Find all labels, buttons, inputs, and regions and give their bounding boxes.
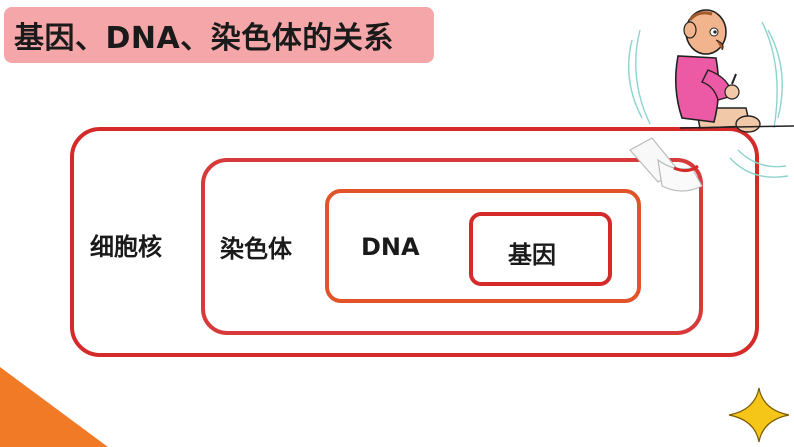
nucleus-label: 细胞核 [90, 227, 162, 262]
dna-label: DNA [361, 233, 420, 261]
gene-label: 基因 [508, 235, 556, 270]
title-banner: 基因、DNA、染色体的关系 [4, 7, 434, 63]
chromosome-label: 染色体 [220, 229, 292, 264]
cartoon-man-illustration [618, 0, 794, 200]
corner-triangle [0, 367, 110, 447]
star-icon [727, 386, 791, 444]
page-title: 基因、DNA、染色体的关系 [14, 13, 394, 57]
